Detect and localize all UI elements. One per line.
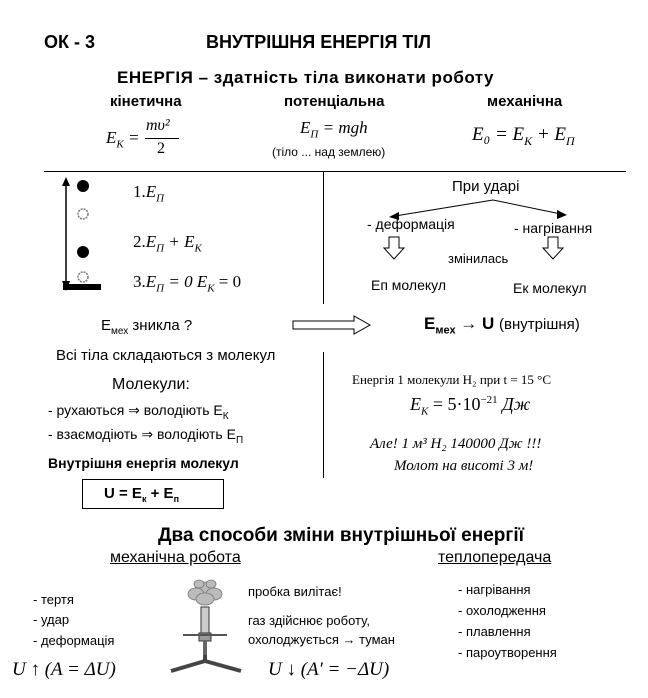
changed-label: змінилась	[448, 251, 509, 266]
impact-item: - удар	[33, 612, 70, 627]
cork-flies-out: пробка вилітає!	[248, 584, 342, 599]
impact-arrows	[389, 199, 567, 220]
down-arrow-icon	[542, 236, 564, 260]
mechanical-formula: E₀ = EК + EП	[472, 124, 575, 148]
molecule-energy-line: Енергія 1 молекули H₂ при t = 15 °C	[352, 372, 552, 387]
kinetic-label: кінетична	[110, 93, 182, 110]
molecules-interact: - взаємодіють ⇒ володіють EП	[48, 426, 244, 446]
two-ways-title: Два способи зміни внутрішньої енергії	[158, 525, 524, 546]
vertical-divider-bottom	[323, 352, 324, 478]
hammer-comparison: Молот на висоті 3 м!	[394, 458, 534, 474]
fraction-bar	[145, 138, 179, 139]
internal-energy-formula: U = Eк + Eп	[104, 485, 179, 504]
work-formula-left: U ↑ (A = ΔU)	[12, 659, 116, 680]
definition-text: – здатність тіла виконати роботу	[193, 68, 494, 87]
page-title: ВНУТРІШНЯ ЕНЕРГІЯ ТІЛ	[206, 32, 432, 52]
all-bodies-text: Всі тіла складаються з молекул	[56, 347, 276, 364]
molecules-move: - рухаються ⇒ володіють EК	[48, 402, 229, 422]
kinetic-numerator: mυ²	[146, 117, 170, 134]
ep-molecules-label: Eп молекул	[371, 277, 447, 293]
energy-definition: ЕНЕРГІЯ – здатність тіла виконати роботу	[117, 68, 494, 88]
friction-item: - тертя	[33, 592, 74, 607]
deformation-item: - деформація	[33, 633, 115, 648]
molecules-title: Молекули:	[112, 376, 190, 393]
cubic-meter-energy: Але! 1 м³ H₂ 140000 Дж !!!	[370, 436, 542, 452]
melting-item: - плавлення	[458, 624, 531, 639]
deformation-label: - деформація	[367, 216, 455, 232]
definition-word: ЕНЕРГІЯ	[117, 68, 194, 87]
heating-label: - нагрівання	[514, 220, 593, 236]
emech-to-u: Eмех → U (внутрішня)	[424, 314, 580, 337]
heating-item: - нагрівання	[458, 582, 531, 597]
impact-label: При ударі	[452, 178, 520, 195]
cooling-item: - охолодження	[458, 603, 546, 618]
section-code: ОК - 3	[44, 32, 95, 52]
horizontal-divider	[44, 171, 626, 172]
potential-note: (тіло ... над землею)	[272, 145, 386, 159]
gas-does-work: газ здійснює роботу,	[248, 613, 370, 628]
mechanical-label: механічна	[487, 93, 563, 110]
emech-vanished: Eмех зникла ?	[101, 317, 193, 337]
kinetic-denominator: 2	[157, 140, 165, 157]
potential-label: потенціальна	[284, 93, 385, 110]
potential-formula: EП = mgh	[300, 118, 368, 141]
kinetic-formula-lhs: EК =	[106, 128, 140, 151]
vertical-divider-top	[323, 172, 324, 304]
apparatus-illustration	[170, 579, 242, 673]
state-2: 2.EП + EК	[133, 232, 202, 255]
mechanical-work-heading: механічна робота	[110, 549, 241, 566]
evaporation-item: - пароутворення	[458, 645, 557, 660]
down-arrow-icon	[383, 236, 405, 260]
internal-energy-box	[82, 479, 224, 509]
ek-molecules-label: Eк молекул	[513, 280, 587, 296]
work-formula-right: U ↓ (A′ = −ΔU)	[268, 659, 390, 680]
state-3: 3.EП = 0 EК = 0	[133, 272, 242, 295]
gas-cools-fog: охолоджується → туман	[248, 632, 395, 647]
molecule-energy-value: EК = 5·10−21 Дж	[410, 394, 531, 418]
falling-ball-diagram	[62, 177, 101, 291]
right-arrow-icon	[292, 315, 372, 335]
heat-transfer-heading: теплопередача	[438, 549, 552, 566]
internal-energy-title: Внутрішня енергія молекул	[48, 455, 239, 471]
state-1: 1.EП	[133, 182, 165, 205]
